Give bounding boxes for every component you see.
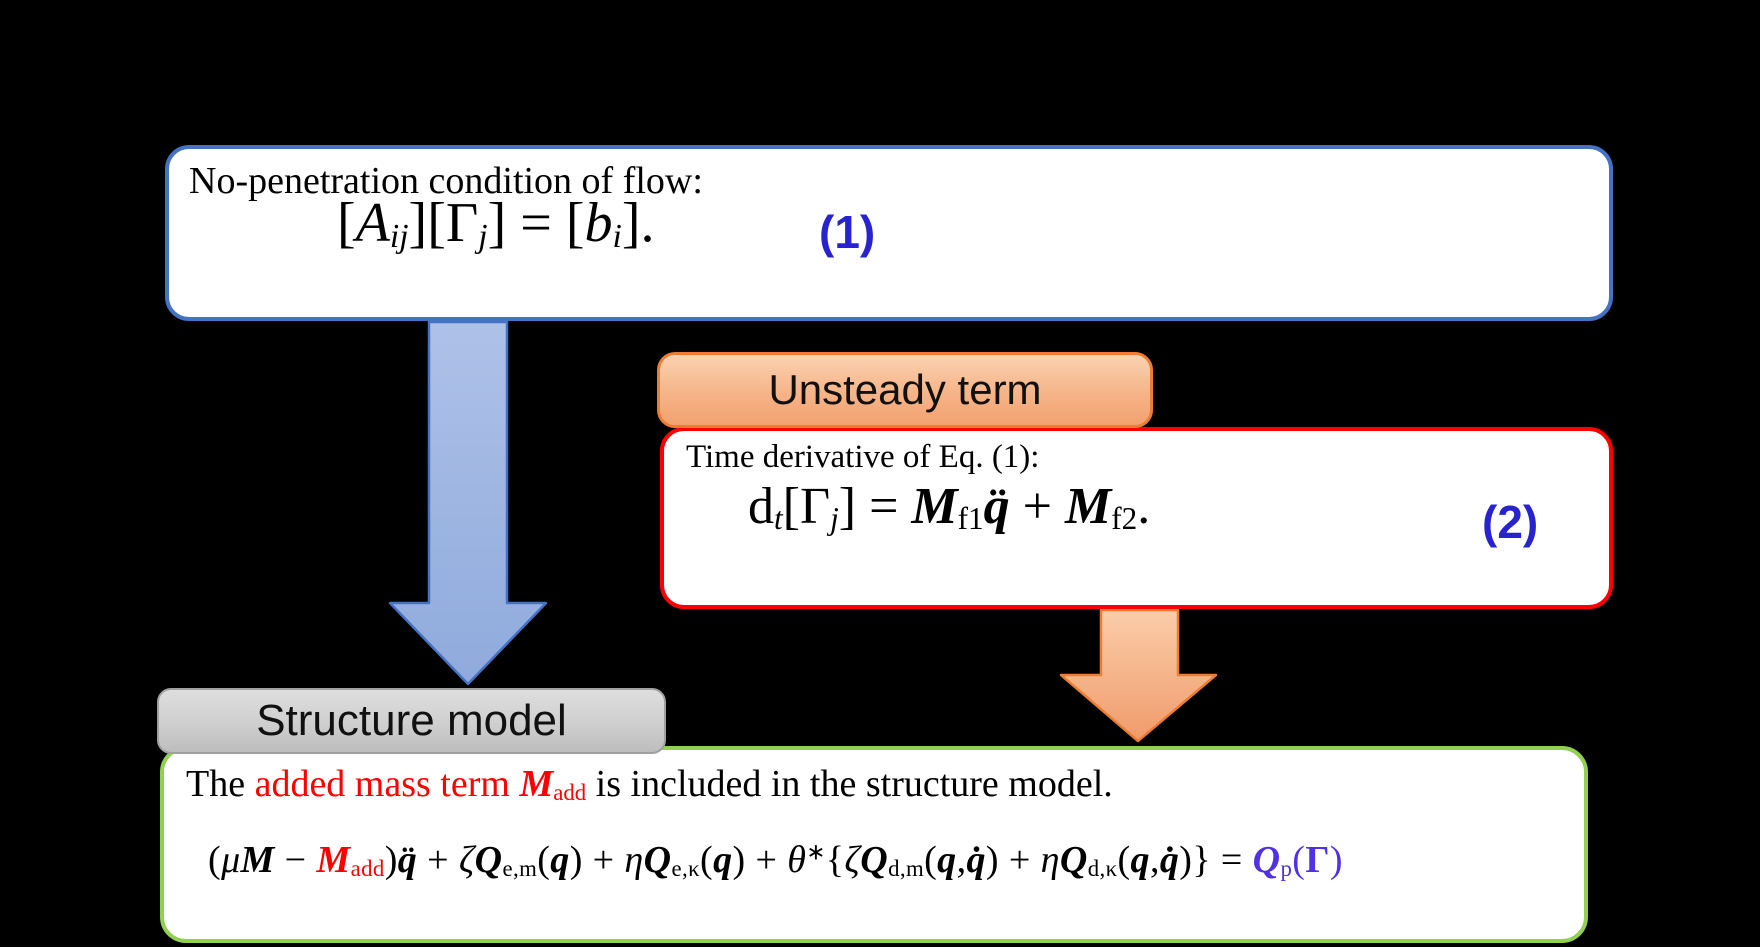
- structure-model-label: Structure model: [157, 688, 666, 754]
- down-arrow-orange: [1059, 609, 1218, 743]
- added-mass-sentence: The added mass term Madd is included in …: [186, 763, 1113, 806]
- structure-equation: (μM − Madd)q̈ + ζQe,m(q) + ηQe,κ(q) + θ∗…: [208, 839, 1343, 882]
- structure-model-label-text: Structure model: [256, 696, 567, 745]
- flow-condition-box: No-penetration condition of flow: [Aij][…: [165, 145, 1613, 321]
- down-arrow-blue: [388, 321, 548, 686]
- equation-number-1: (1): [819, 206, 876, 258]
- flow-box-title: No-penetration condition of flow:: [189, 160, 703, 202]
- unsteady-term-label-text: Unsteady term: [768, 366, 1042, 413]
- time-derivative-box: Time derivative of Eq. (1): dt[Γj] = Mf1…: [660, 427, 1613, 609]
- unsteady-term-label: Unsteady term: [657, 352, 1153, 428]
- structure-model-box: The added mass term Madd is included in …: [160, 746, 1588, 943]
- flow-equation: [Aij][Γj] = [bi].: [337, 192, 655, 256]
- equation-number-2: (2): [1482, 496, 1539, 548]
- time-derivative-equation: dt[Γj] = Mf1q̈ + Mf2.: [748, 478, 1151, 536]
- time-box-title: Time derivative of Eq. (1):: [686, 439, 1040, 475]
